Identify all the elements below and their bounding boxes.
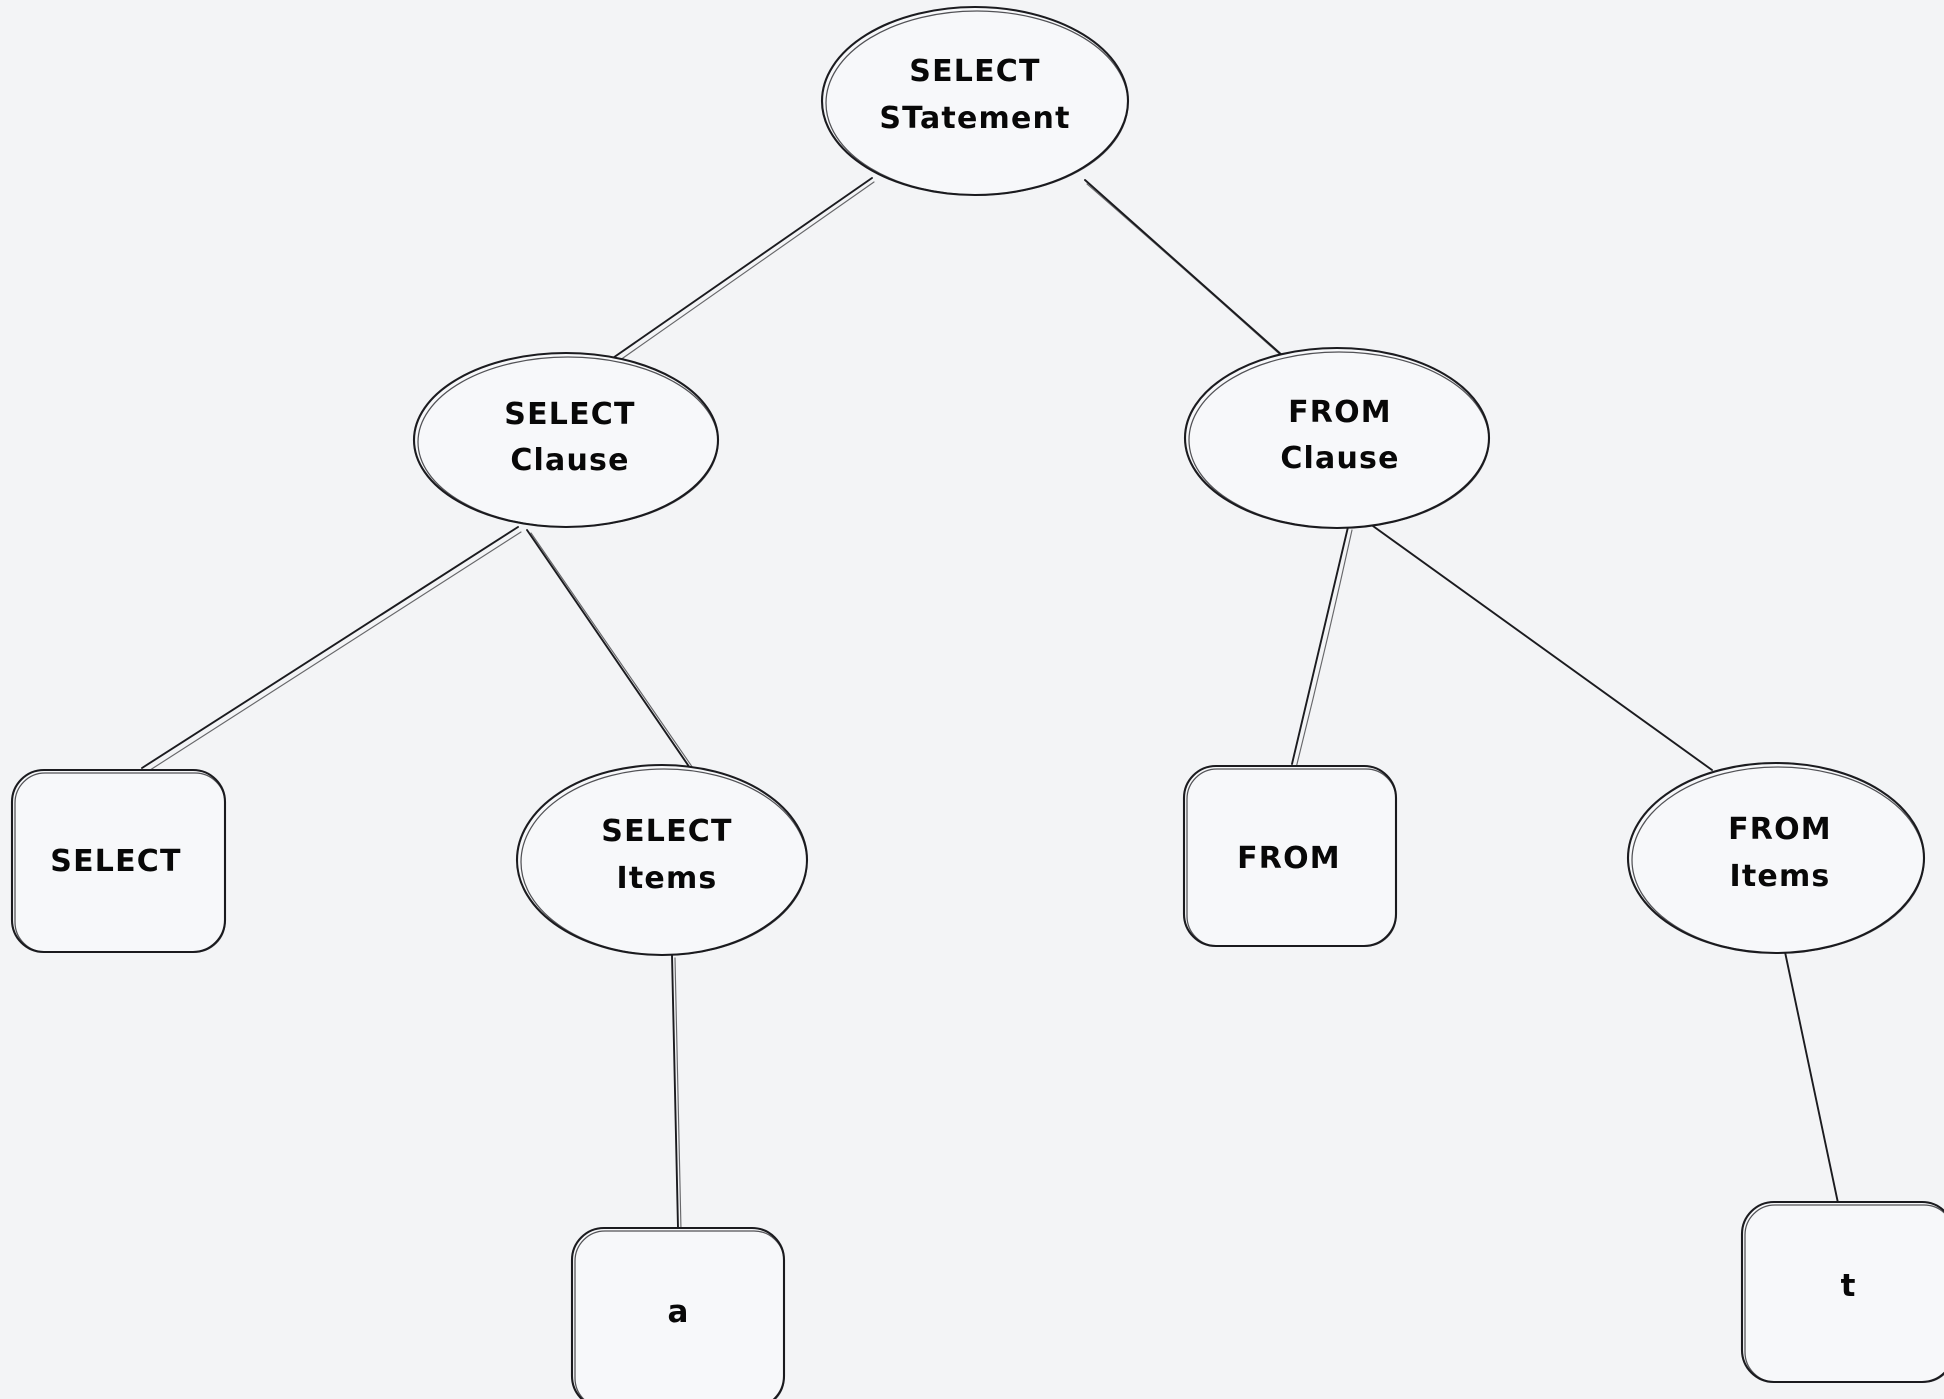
node-label-line1: FROM: [1237, 841, 1341, 876]
edge-from-clause-from: [1291, 526, 1353, 769]
edge-stmt-select-clause: [609, 177, 875, 366]
edge-stroke-ghost: [530, 532, 696, 772]
edge-stroke: [1365, 520, 1713, 771]
edge-select-items-a: [671, 954, 682, 1231]
edge-stroke: [1084, 179, 1284, 357]
rounded-rect-shape-ghost: [574, 1230, 785, 1399]
node-from-items[interactable]: FROM Items: [1626, 761, 1926, 955]
node-from-terminal[interactable]: FROM: [1182, 764, 1398, 948]
edge-stroke: [1291, 526, 1349, 765]
edge-stroke-ghost: [612, 181, 875, 366]
node-label-line2: Clause: [1280, 441, 1399, 476]
ellipse-shape-ghost: [417, 356, 719, 528]
rounded-rect-shape-ghost: [1186, 768, 1397, 947]
edge-from-items-t: [1784, 951, 1839, 1204]
node-select-items[interactable]: SELECT Items: [515, 763, 809, 957]
edge-stroke-ghost: [146, 531, 522, 773]
node-from-clause[interactable]: FROM Clause: [1183, 346, 1491, 530]
node-label-line2: Clause: [510, 443, 629, 478]
node-label-line1: SELECT: [504, 397, 635, 432]
edge-stroke: [141, 526, 519, 769]
node-select-clause[interactable]: SELECT Clause: [412, 351, 720, 529]
edge-stroke: [609, 177, 873, 361]
edge-stmt-from-clause: [1084, 179, 1287, 361]
edge-layer: [141, 177, 1839, 1231]
node-a-terminal[interactable]: a: [570, 1226, 786, 1399]
node-label-line1: FROM: [1728, 812, 1832, 847]
node-label-line2: STatement: [879, 101, 1070, 136]
ellipse-shape-ghost: [1188, 351, 1490, 529]
edge-from-clause-items: [1365, 520, 1713, 771]
edge-stroke: [671, 954, 679, 1229]
edge-stroke: [1784, 951, 1839, 1204]
edge-select-clause-select: [141, 526, 522, 773]
rounded-rect-shape-ghost: [14, 772, 226, 953]
ellipse-shape-ghost: [1631, 766, 1925, 954]
node-label-line2: Items: [1730, 859, 1831, 894]
edge-stroke: [526, 529, 691, 769]
node-label-line1: SELECT: [50, 844, 181, 879]
edge-stroke-ghost: [1295, 529, 1353, 769]
node-label-line2: Items: [617, 861, 718, 896]
node-label-line1: SELECT: [909, 54, 1040, 89]
ellipse-shape-ghost: [520, 768, 808, 956]
edge-stroke-ghost: [674, 957, 682, 1231]
node-label-line1: a: [668, 1294, 689, 1330]
node-select-terminal[interactable]: SELECT: [10, 768, 227, 954]
node-label-line1: SELECT: [601, 814, 732, 849]
node-label-line1: FROM: [1288, 395, 1392, 430]
node-label-line1: t: [1841, 1268, 1856, 1304]
edge-select-clause-items: [526, 529, 696, 772]
node-t-terminal[interactable]: t: [1740, 1200, 1944, 1384]
ellipse-shape-ghost: [825, 10, 1129, 196]
node-select-statement[interactable]: SELECT STatement: [820, 5, 1130, 197]
rounded-rect-shape-ghost: [1744, 1204, 1944, 1383]
edge-stroke-ghost: [1086, 183, 1287, 361]
